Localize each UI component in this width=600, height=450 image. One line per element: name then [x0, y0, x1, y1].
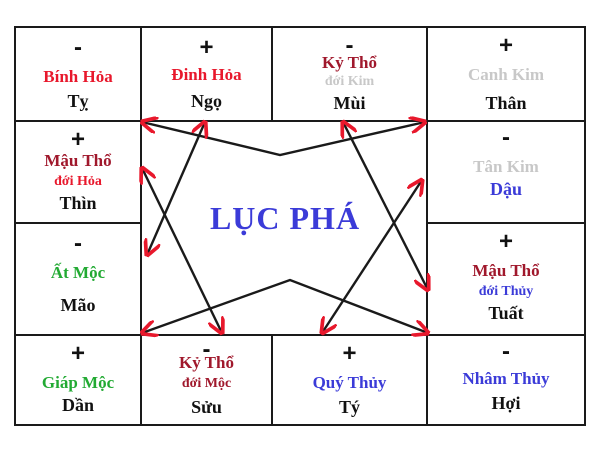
element-label: Mậu Thổ: [44, 151, 112, 170]
yin-yang-sign: -: [502, 338, 510, 365]
element-label: Bính Hỏa: [43, 67, 113, 86]
yin-yang-sign: +: [342, 340, 357, 367]
yin-yang-sign: -: [202, 336, 211, 363]
yin-yang-sign: -: [502, 124, 510, 151]
cell-thin: + Mậu Thổ đới Hỏa Thìn: [14, 120, 142, 224]
cell-hoi: - Nhâm Thủy Hợi: [426, 334, 586, 426]
arrow-dan-hoi: [142, 278, 428, 333]
yin-yang-sign: -: [345, 32, 354, 59]
arrow-ty-than: [142, 122, 425, 157]
element-note: đới Kim: [324, 74, 375, 89]
cell-dan: + Giáp Mộc Dần: [14, 334, 142, 426]
cell-than: + Canh Kim Thân: [426, 26, 586, 122]
cell-dau: - Tân Kim Dậu: [426, 120, 586, 224]
element-label: Nhâm Thủy: [462, 369, 550, 388]
yin-yang-sign: +: [498, 32, 513, 59]
element-label: Giáp Mộc: [41, 373, 115, 392]
branch-label: Ngọ: [191, 91, 222, 111]
arrow-thin-suu: [142, 168, 222, 333]
center-title: LỤC PHÁ: [209, 200, 361, 236]
cell-ty-rat: + Quý Thủy Tý: [271, 334, 428, 426]
branch-label: Thìn: [59, 193, 97, 213]
element-label: Canh Kim: [467, 65, 545, 84]
element-note: đới Thủy: [478, 284, 534, 299]
branch-label: Thân: [485, 93, 527, 113]
branch-label: Dần: [61, 395, 94, 415]
cell-mui: - Kỷ Thổ đới Kim Mùi: [271, 26, 428, 122]
cell-tuat: + Mậu Thổ đới Thủy Tuất: [426, 222, 586, 336]
yin-yang-sign: +: [70, 340, 85, 367]
element-note: đới Hỏa: [54, 174, 102, 189]
branch-label: Tuất: [488, 303, 524, 323]
branch-label: Sửu: [191, 397, 222, 417]
yin-yang-sign: +: [199, 34, 214, 61]
cell-mao: - Ất Mộc Mão: [14, 222, 142, 336]
element-label: Ất Mộc: [50, 263, 106, 282]
element-label: Kỷ Thổ: [179, 353, 234, 372]
branch-label: Tỵ: [67, 91, 89, 111]
element-label: Quý Thủy: [312, 373, 387, 392]
element-note: đới Mộc: [181, 376, 232, 391]
element-label: Tân Kim: [473, 157, 539, 176]
cell-ty-snake: - Bính Hỏa Tỵ: [14, 26, 142, 122]
element-label: Kỷ Thổ: [322, 53, 377, 72]
cell-ngo: + Đinh Hỏa Ngọ: [140, 26, 273, 122]
branch-label: Tý: [338, 397, 360, 417]
yin-yang-sign: -: [74, 230, 82, 257]
yin-yang-sign: +: [498, 228, 513, 255]
yin-yang-sign: -: [74, 34, 82, 61]
yin-yang-sign: +: [70, 126, 85, 153]
element-label: Đinh Hỏa: [171, 65, 242, 84]
cell-suu: - Kỷ Thổ đới Mộc Sửu: [140, 334, 273, 426]
branch-label: Mùi: [333, 93, 366, 113]
branch-label: Dậu: [489, 179, 522, 199]
element-label: Mậu Thổ: [472, 261, 540, 280]
branch-label: Mão: [60, 295, 96, 315]
branch-label: Hợi: [491, 393, 521, 413]
